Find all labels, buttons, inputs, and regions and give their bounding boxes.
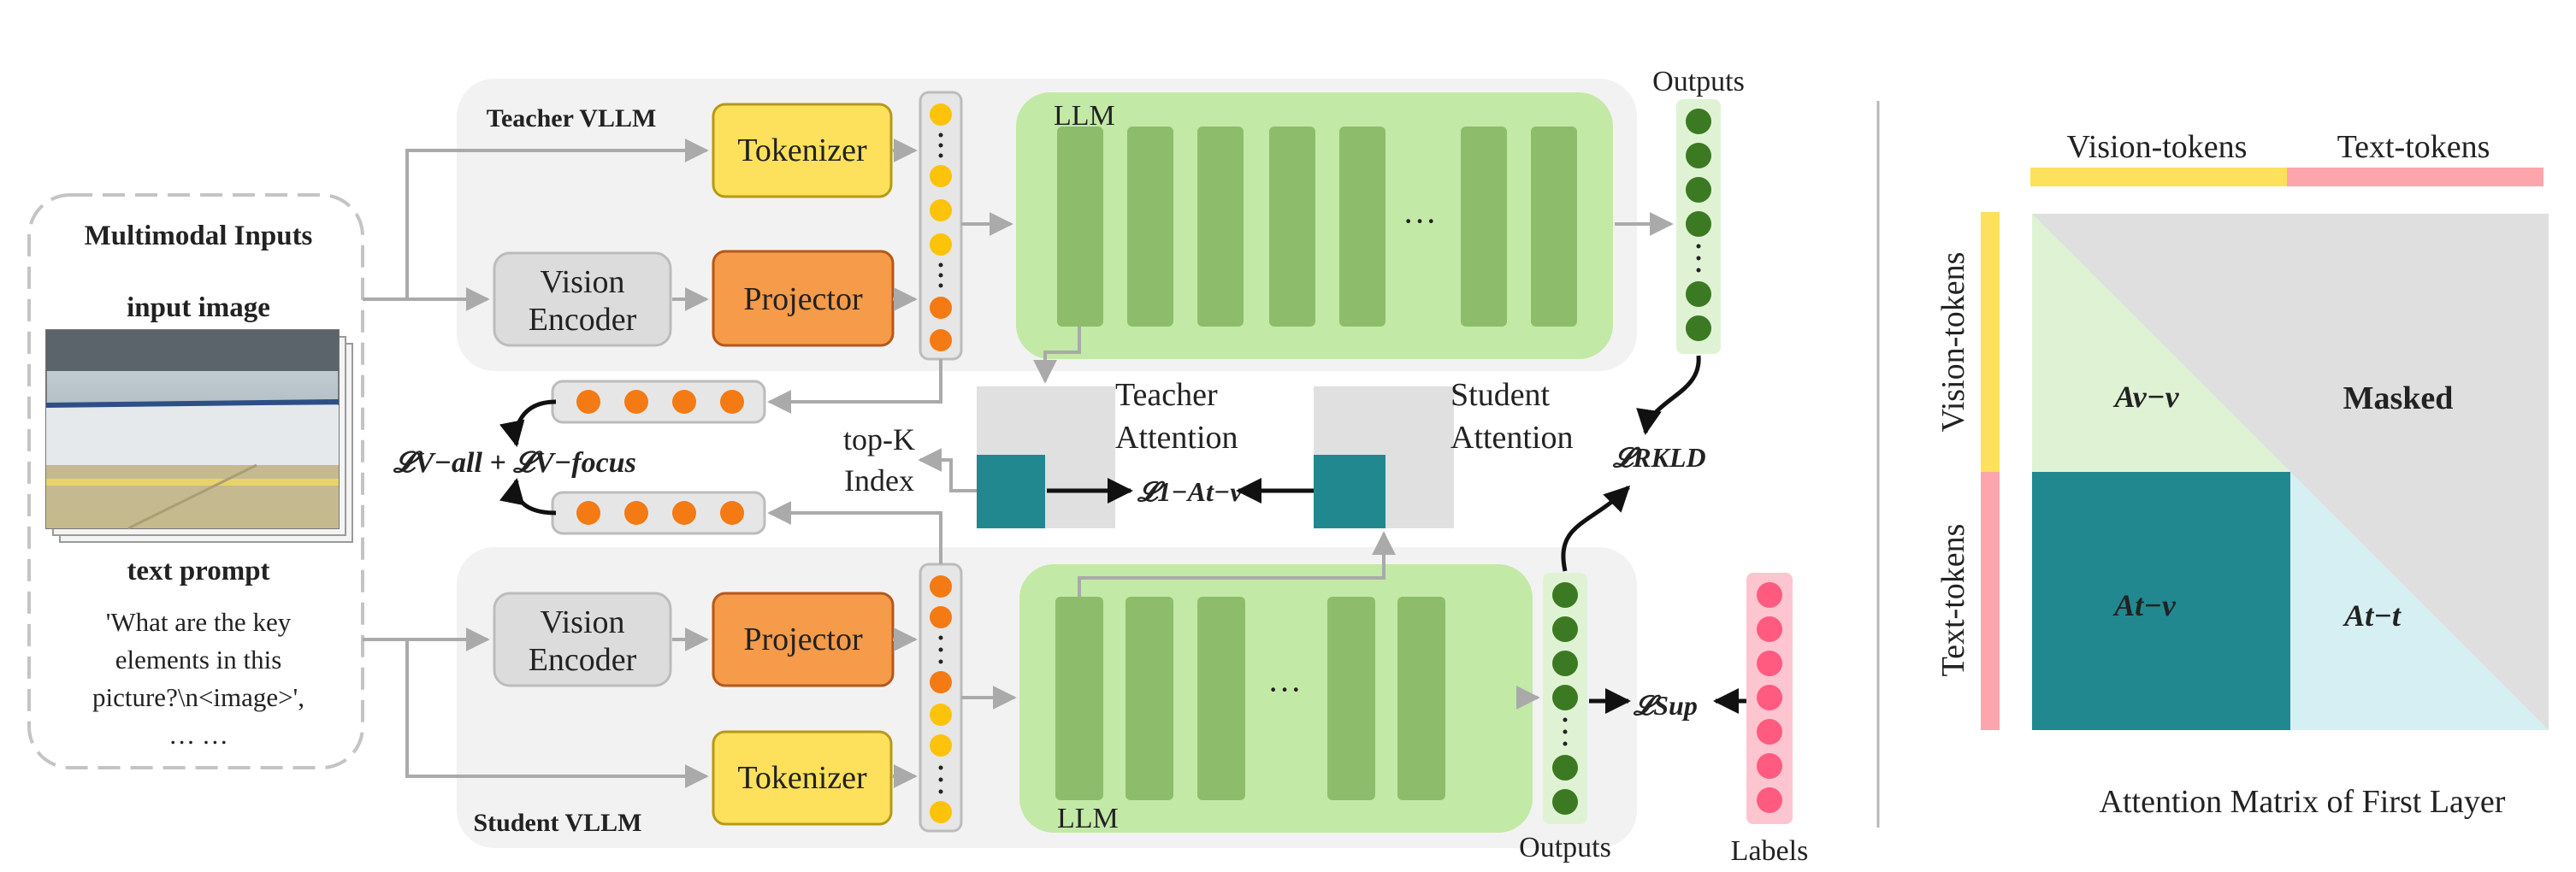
gray-connectors xyxy=(363,138,1674,788)
black-connectors xyxy=(499,355,1746,714)
student-tokenizer-label: Tokenizer xyxy=(737,760,867,796)
student-outputs-label: Outputs xyxy=(1519,832,1611,863)
teacher-topk-token-dots xyxy=(576,390,744,414)
teacher-tokenizer-label: Tokenizer xyxy=(737,133,867,168)
multimodal-inputs-panel xyxy=(27,193,364,769)
teacher-llm-label: LLM xyxy=(1054,100,1115,132)
student-vision-encoder-line2: Encoder xyxy=(529,642,637,678)
teacher-attention-line1: Teacher xyxy=(1115,377,1218,413)
loss-sup: 𝓛Sup xyxy=(1633,690,1698,721)
matrix-col-text-bar xyxy=(2287,168,2544,186)
student-attention-line2: Attention xyxy=(1450,420,1574,456)
matrix-caption: Attention Matrix of First Layer xyxy=(2100,784,2506,820)
topk-index-line2: Index xyxy=(844,463,914,498)
student-vllm-title: Student VLLM xyxy=(474,809,642,837)
prompt-line-1: 'What are the key xyxy=(106,607,292,637)
prompt-line-3: picture?\n<image>', xyxy=(92,682,304,712)
labels-label: Labels xyxy=(1731,835,1809,867)
student-vision-encoder-box xyxy=(493,592,672,687)
teacher-output-dots xyxy=(1686,109,1711,341)
matrix-col-vision-label: Vision-tokens xyxy=(2067,129,2248,165)
student-vision-encoder-line1: Vision xyxy=(540,604,624,640)
loss-v-all-v-focus: 𝓛V−all + 𝓛V−focus xyxy=(393,447,636,479)
teacher-llm-layers xyxy=(1057,127,1577,327)
matrix-col-text-label: Text-tokens xyxy=(2337,129,2490,165)
teacher-llm-ellipsis: ··· xyxy=(1403,202,1437,240)
teacher-attention-tv-block xyxy=(977,455,1045,528)
loss-attention: 𝓛1−At−v xyxy=(1137,476,1243,507)
matrix-row-vision-label: Vision-tokens xyxy=(1935,252,1971,433)
student-output-dots xyxy=(1552,582,1578,815)
student-projector-label: Projector xyxy=(743,622,863,657)
input-image-label: input image xyxy=(127,292,270,323)
matrix-row-vision-bar xyxy=(1981,212,2000,472)
teacher-vision-encoder-line1: Vision xyxy=(540,264,624,300)
teacher-vision-encoder-box xyxy=(493,251,672,347)
matrix-a-tv: At−v xyxy=(2112,588,2177,622)
teacher-token-column xyxy=(919,91,963,361)
student-llm-layers xyxy=(1055,597,1445,800)
prompt-line-4: … … xyxy=(168,720,228,750)
student-llm-label: LLM xyxy=(1057,803,1119,834)
student-token-dots xyxy=(930,575,952,823)
matrix-tt-triangle xyxy=(2290,472,2549,730)
label-dots xyxy=(1757,582,1782,813)
input-image-photo xyxy=(45,329,353,543)
teacher-projector-label: Projector xyxy=(743,281,863,317)
topk-index-line1: top-K xyxy=(843,422,915,457)
teacher-token-dots xyxy=(930,103,952,351)
multimodal-inputs-title: Multimodal Inputs xyxy=(85,221,313,251)
matrix-tv-block xyxy=(2032,472,2290,730)
student-attention-line1: Student xyxy=(1450,377,1551,413)
student-tokenizer-box xyxy=(712,730,893,826)
text-prompt-label: text prompt xyxy=(127,556,269,586)
matrix-row-text-label: Text-tokens xyxy=(1935,524,1971,677)
teacher-tokenizer-box xyxy=(712,103,893,198)
matrix-masked: Masked xyxy=(2343,380,2454,416)
teacher-attention-line2: Attention xyxy=(1115,420,1238,456)
matrix-row-text-bar xyxy=(1981,472,2000,730)
student-topk-token-dots xyxy=(576,501,744,525)
prompt-line-2: elements in this xyxy=(115,645,282,675)
student-llm-ellipsis: ··· xyxy=(1267,670,1302,709)
matrix-a-tt: At−t xyxy=(2343,598,2402,633)
teacher-vision-encoder-line2: Encoder xyxy=(529,302,637,338)
matrix-a-vv: Av−v xyxy=(2112,380,2179,414)
loss-rkld: 𝓛RKLD xyxy=(1612,442,1706,473)
student-attention-tv-block xyxy=(1314,455,1385,528)
teacher-outputs-label: Outputs xyxy=(1652,66,1745,97)
attention-matrix xyxy=(2032,214,2549,730)
matrix-col-vision-bar xyxy=(2030,168,2287,186)
teacher-vllm-title: Teacher VLLM xyxy=(487,104,657,133)
matrix-vv-triangle xyxy=(2032,214,2290,472)
